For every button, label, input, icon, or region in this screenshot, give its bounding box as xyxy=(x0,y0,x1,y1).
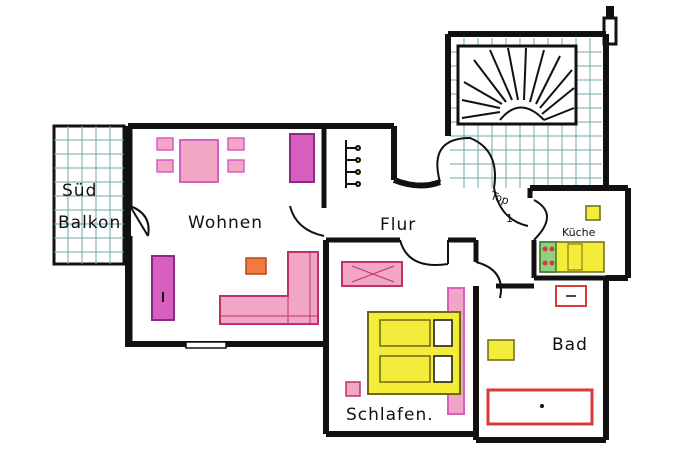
coat-rack xyxy=(345,140,361,188)
stairwell xyxy=(450,6,618,188)
label-balcony-line2: Balkon xyxy=(58,213,121,233)
interior-walls xyxy=(127,126,606,344)
label-top-line2: 1 xyxy=(506,212,513,225)
balcony-tiles xyxy=(52,124,126,266)
living-room-furniture xyxy=(151,133,319,349)
kitchen-furniture xyxy=(539,205,605,273)
label-hall: Flur xyxy=(380,215,416,235)
label-living: Wohnen xyxy=(188,213,263,233)
room-labels: Süd Balkon Wohnen Flur Top 1 Küche Bad S… xyxy=(58,181,596,425)
door-swings xyxy=(129,136,548,299)
label-bath: Bad xyxy=(552,335,588,355)
label-top-line1: Top xyxy=(488,189,511,208)
bedroom-furniture xyxy=(341,261,465,415)
label-balcony-line1: Süd xyxy=(62,181,97,201)
label-kitchen: Küche xyxy=(562,226,596,239)
label-bedroom: Schlafen. xyxy=(346,405,434,425)
bathroom-furniture xyxy=(486,285,594,426)
